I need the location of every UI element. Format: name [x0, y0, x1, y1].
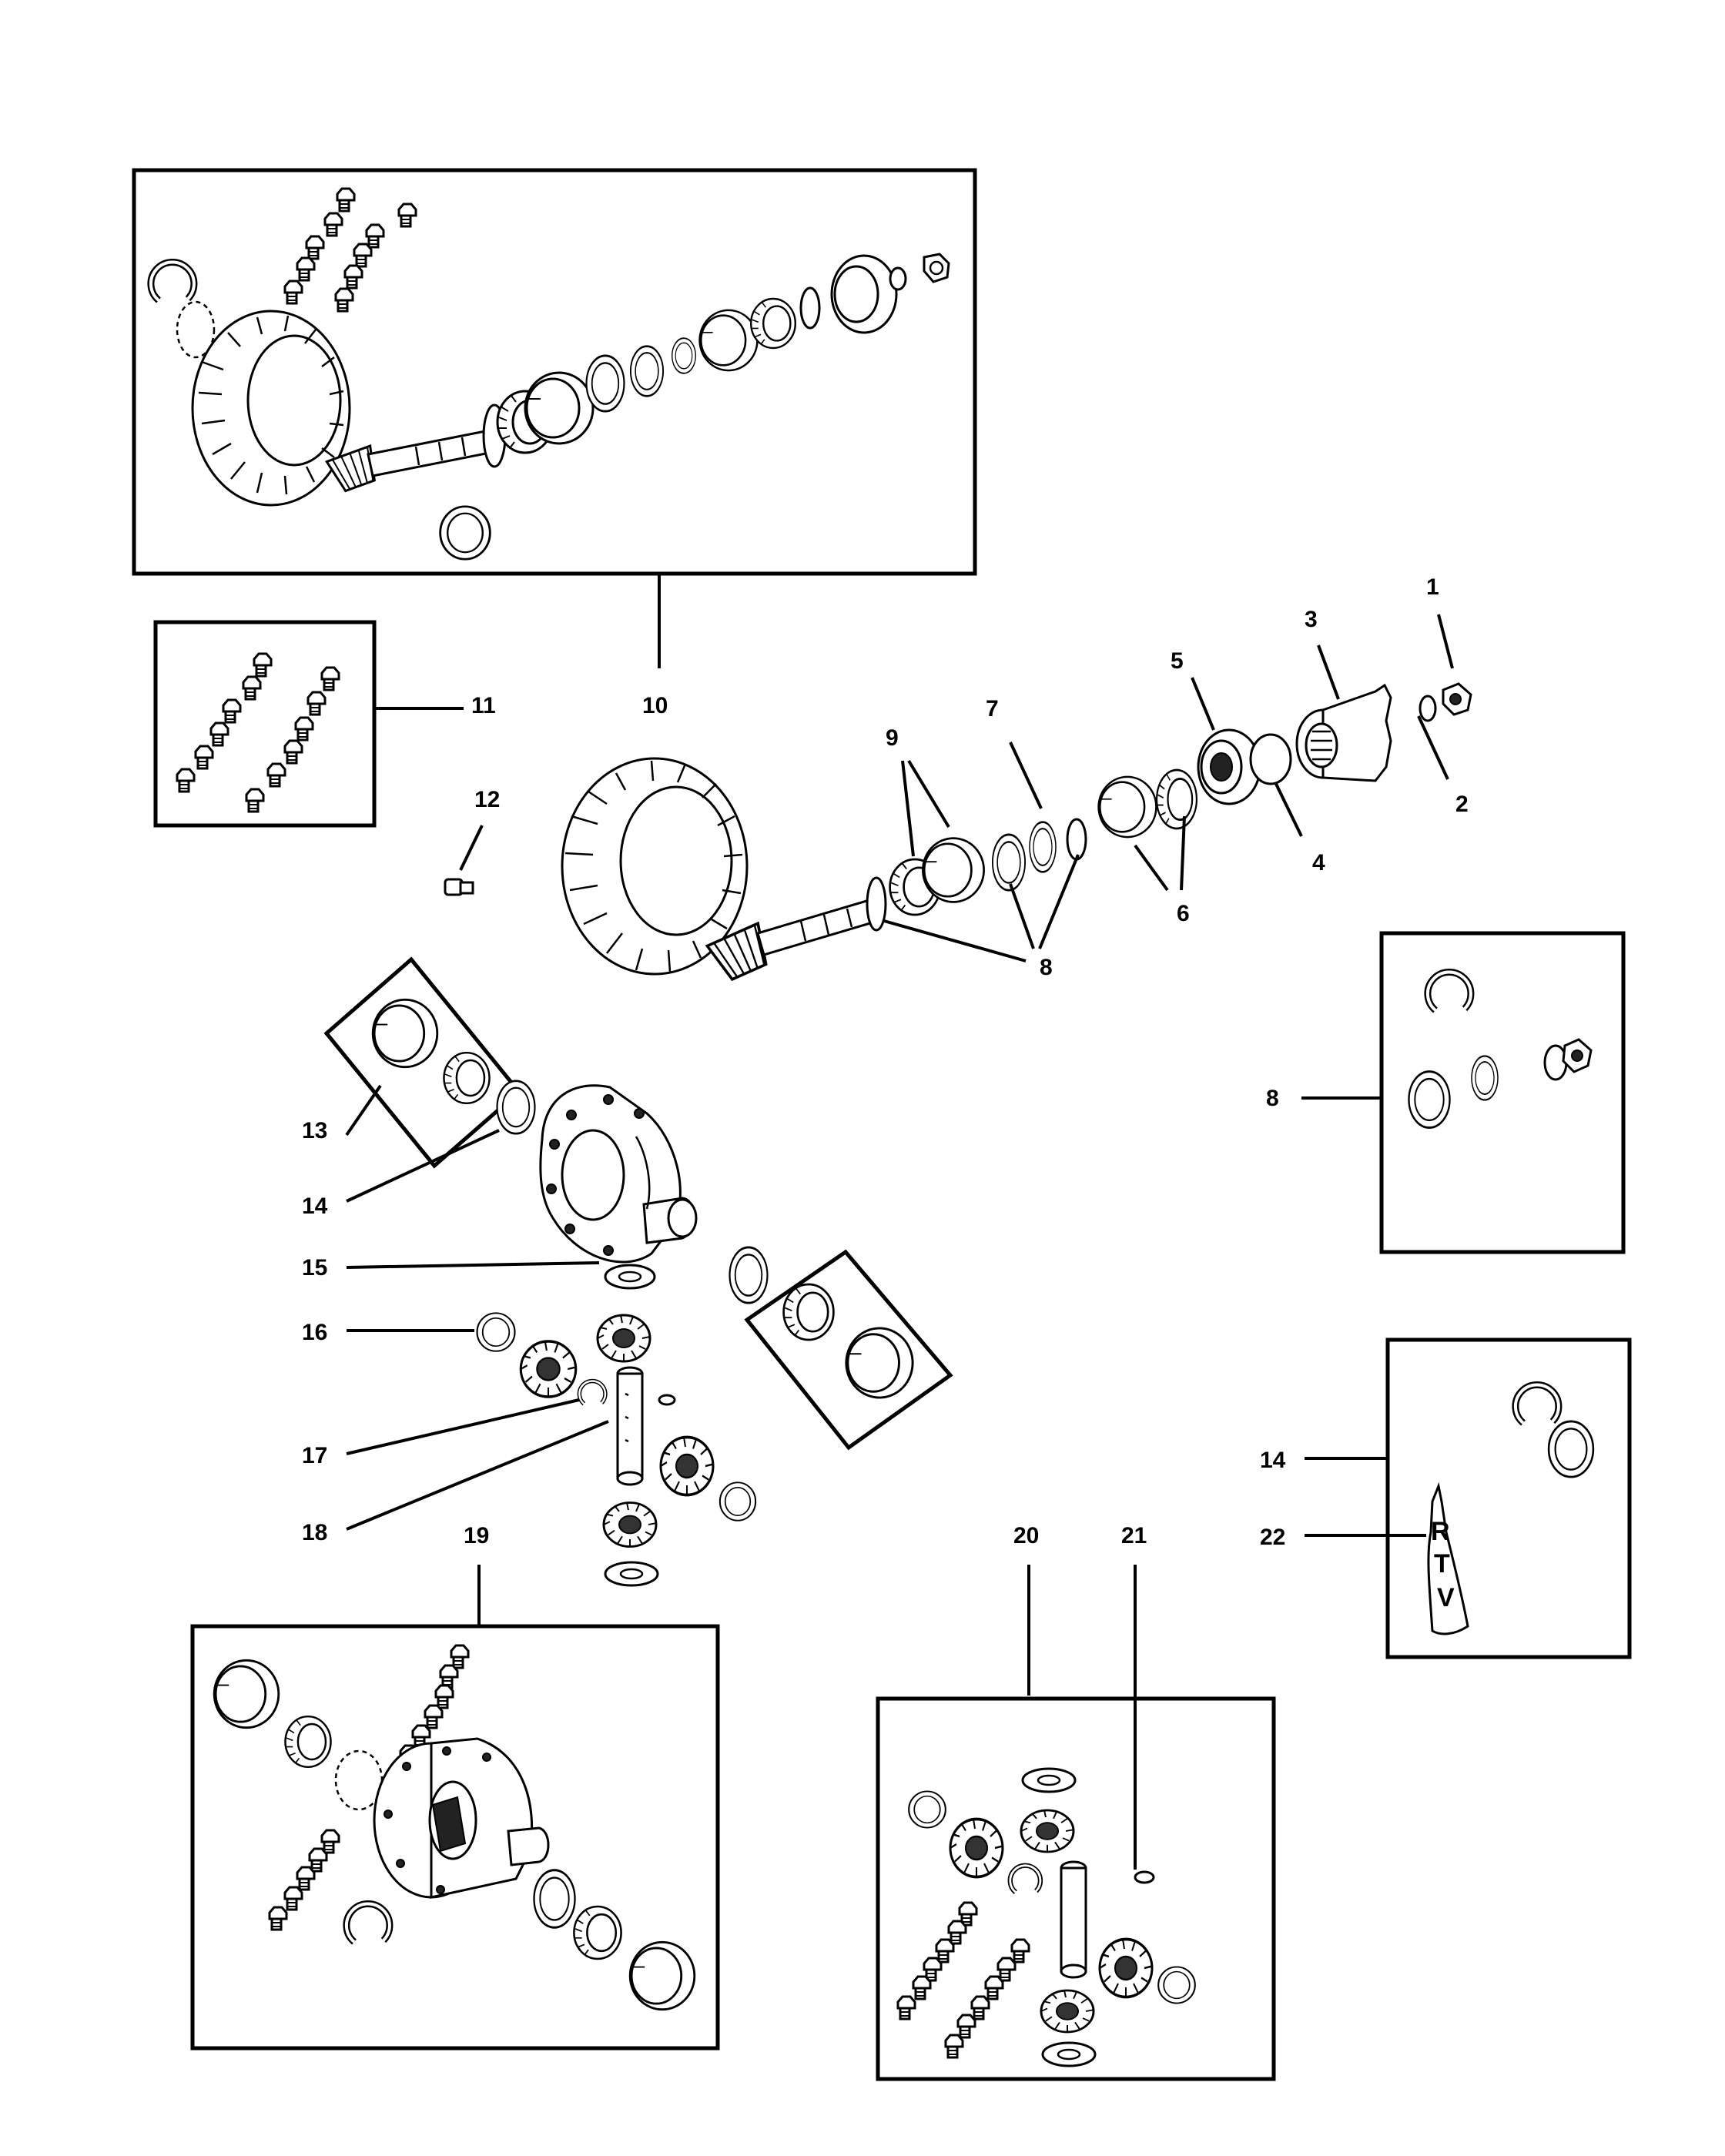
callout-12: 12: [474, 787, 500, 812]
callout-19: 19: [464, 1523, 489, 1548]
callout-8-box: 8: [1266, 1086, 1279, 1111]
callout-7: 7: [986, 696, 999, 721]
callout-11: 11: [471, 693, 496, 718]
kit-box-19: [190, 1624, 720, 2051]
callout-2: 2: [1455, 792, 1469, 817]
kit-box-14-22: R T V: [1385, 1337, 1632, 1659]
case-assembly-icon: [373, 1737, 550, 1899]
rtv-letter-v: V: [1437, 1583, 1455, 1612]
callout-20: 20: [1013, 1523, 1039, 1548]
callout-5: 5: [1171, 648, 1184, 674]
vent-fitting-icon: [444, 878, 474, 896]
main-ring-gear-icon: [561, 757, 749, 976]
pinion-nut-icon: [923, 253, 950, 283]
sealant-tube-icon: R T V: [1427, 1481, 1469, 1635]
cross-shaft-icon: [616, 1366, 644, 1486]
callout-14: 14: [302, 1194, 328, 1219]
kit-box-8: [1379, 931, 1626, 1254]
callout-10: 10: [642, 693, 668, 718]
callout-15: 15: [302, 1255, 327, 1281]
kit-box-right-bearing: [744, 1249, 953, 1451]
callout-17: 17: [302, 1443, 327, 1468]
box20-shaft-icon: [1060, 1860, 1087, 1979]
callout-6: 6: [1177, 901, 1190, 926]
yoke-icon: [1295, 683, 1392, 782]
callout-labels: 1 2 3 4 5 6 7 8 8 9 10 11 12 13 14 14 15…: [302, 574, 1469, 1550]
rtv-letter-r: R: [1431, 1517, 1450, 1546]
main-nut-icon: [1442, 682, 1472, 716]
kit-box-20: [876, 1696, 1276, 2081]
side-gear-icon: [596, 1314, 651, 1363]
callout-14-box: 14: [1260, 1448, 1286, 1473]
callout-8: 8: [1040, 955, 1053, 980]
callout-18: 18: [302, 1520, 327, 1545]
kit-box-11: [153, 620, 377, 828]
callout-21: 21: [1121, 1523, 1147, 1548]
callout-22: 22: [1260, 1525, 1285, 1550]
callout-1: 1: [1426, 574, 1439, 600]
callout-4: 4: [1312, 850, 1325, 875]
ring-gear-icon: [191, 310, 351, 507]
bolt-group-icon: [283, 187, 417, 313]
callout-9: 9: [886, 725, 899, 751]
callout-13: 13: [302, 1118, 327, 1143]
seal-icon: [830, 254, 898, 334]
main-seal-icon: [1197, 728, 1261, 805]
pinion-gear-icon: [325, 430, 491, 495]
callout-16: 16: [302, 1320, 327, 1345]
callout-3: 3: [1305, 607, 1318, 632]
kit-box-10: [132, 168, 977, 576]
differential-case-icon: [539, 1084, 698, 1264]
rtv-letter-t: T: [1434, 1549, 1450, 1578]
